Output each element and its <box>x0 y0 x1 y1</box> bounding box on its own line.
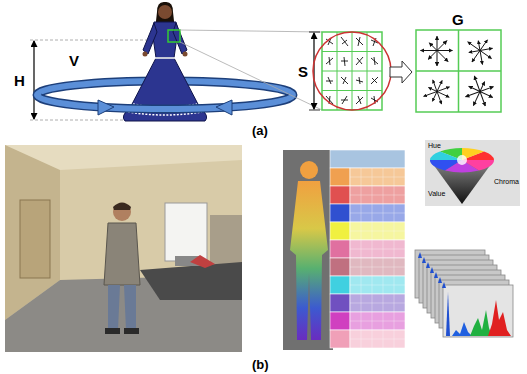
dimension-label: H <box>14 73 25 88</box>
grid-label: G <box>452 12 464 27</box>
axis-label: Hue <box>428 142 441 149</box>
axis-label: Value <box>428 190 445 197</box>
rotation-label: V <box>69 53 79 68</box>
dimension-label: S <box>298 64 308 79</box>
subfigure-label: (a) <box>252 124 268 137</box>
subfigure-label: (b) <box>252 358 269 371</box>
axis-label: Chroma <box>494 178 519 185</box>
